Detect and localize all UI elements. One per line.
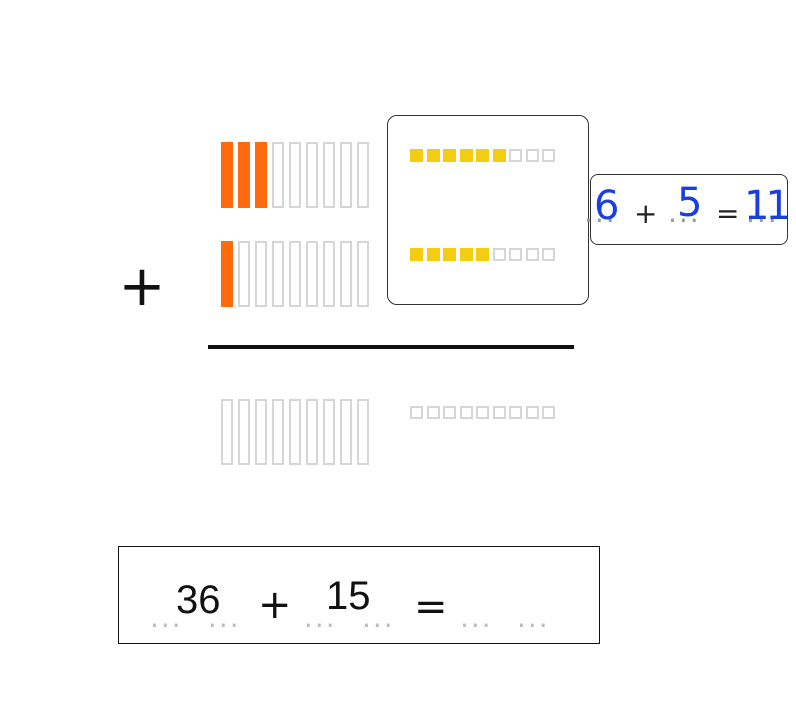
main-equation-plus: + — [258, 582, 292, 628]
tens-rod — [255, 399, 267, 465]
tens-rod — [255, 142, 267, 208]
tens-rod — [306, 241, 318, 307]
tens-rod — [238, 142, 250, 208]
units-equation-blank-result: ... — [746, 196, 779, 229]
unit-cube — [476, 248, 489, 261]
main-equation-blank-3: ... — [304, 601, 337, 634]
units-equation-plus: + — [634, 197, 658, 230]
unit-cube — [525, 149, 539, 162]
tens-rod — [306, 399, 318, 465]
unit-cube — [492, 149, 506, 162]
tens-rod — [323, 142, 335, 208]
unit-cube — [542, 406, 555, 419]
units-equation-a: 6 — [594, 183, 620, 229]
main-equation-box — [118, 546, 600, 644]
unit-cube — [410, 406, 423, 419]
unit-cube — [525, 406, 539, 419]
tens-rod — [357, 142, 369, 208]
main-equation-equals: = — [414, 584, 448, 630]
tens-rod — [221, 241, 233, 307]
units-equation-blank-a: ... — [584, 196, 617, 229]
tens-rod — [306, 142, 318, 208]
units-equation-equals: = — [716, 197, 740, 230]
unit-cube — [443, 406, 456, 419]
units-box — [387, 115, 589, 305]
main-equation-blank-4: ... — [362, 601, 395, 634]
main-equation-b: 15 — [326, 574, 371, 618]
unit-cube — [509, 149, 522, 162]
unit-cube — [492, 406, 506, 419]
unit-cube — [459, 406, 473, 419]
unit-cube — [542, 149, 555, 162]
unit-cube — [509, 248, 522, 261]
unit-cube — [410, 149, 423, 162]
tens-rod — [357, 241, 369, 307]
main-equation-blank-6: ... — [517, 601, 550, 634]
tens-rod — [238, 399, 250, 465]
main-equation-a: 36 — [176, 578, 221, 622]
unit-cube — [410, 248, 423, 261]
units-equation-blank-b: ... — [668, 196, 701, 229]
unit-cube — [492, 248, 506, 261]
tens-rod — [357, 399, 369, 465]
main-equation-blank-1: ... — [150, 601, 183, 634]
tens-rod — [272, 142, 284, 208]
tens-rod — [289, 399, 301, 465]
unit-cube — [476, 406, 489, 419]
unit-cube — [426, 248, 440, 261]
main-equation-blank-5: ... — [460, 601, 493, 634]
tens-rod — [255, 241, 267, 307]
tens-rod — [340, 241, 352, 307]
tens-rod — [238, 241, 250, 307]
unit-cube — [443, 248, 456, 261]
unit-cube — [443, 149, 456, 162]
tens-rod — [340, 399, 352, 465]
units-equation-box — [590, 174, 788, 245]
units-equation-b: 5 — [677, 180, 703, 226]
plus-sign: + — [118, 254, 166, 319]
tens-rod — [323, 399, 335, 465]
tens-rod — [221, 399, 233, 465]
tens-rod — [340, 142, 352, 208]
units-equation-result: 11 — [744, 183, 791, 229]
unit-cube — [459, 248, 473, 261]
unit-cube — [525, 248, 539, 261]
sum-line — [208, 345, 574, 349]
unit-cube — [542, 248, 555, 261]
tens-rod — [221, 142, 233, 208]
unit-cube — [509, 406, 522, 419]
unit-cube — [459, 149, 473, 162]
tens-rod — [272, 399, 284, 465]
tens-rod — [289, 142, 301, 208]
unit-cube — [476, 149, 489, 162]
tens-rod — [272, 241, 284, 307]
unit-cube — [426, 406, 440, 419]
unit-cube — [426, 149, 440, 162]
tens-rod — [323, 241, 335, 307]
main-equation-blank-2: ... — [208, 601, 241, 634]
tens-rod — [289, 241, 301, 307]
